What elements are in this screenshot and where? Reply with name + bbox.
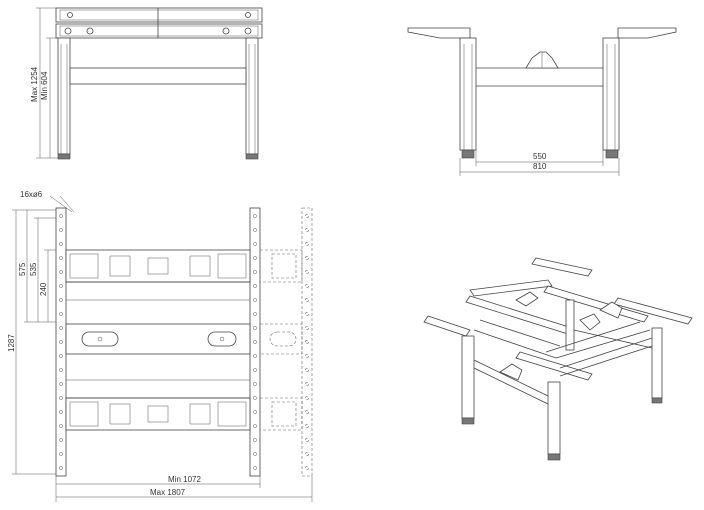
mounting-hole [59,256,63,260]
hole-callout: 16xø6 [20,190,43,199]
mounting-hole [59,228,63,232]
mounting-hole [253,242,257,246]
mounting-hole [253,452,257,456]
mounting-hole [253,214,257,218]
mounting-hole [253,270,257,274]
mounting-hole [305,382,309,386]
mounting-hole [253,438,257,442]
mounting-hole [253,382,257,386]
mounting-hole [253,284,257,288]
mounting-hole [253,424,257,428]
mounting-hole [59,326,63,330]
dim-575: 575 [18,262,27,276]
mounting-hole [59,368,63,372]
mounting-hole [253,340,257,344]
plan-view: 16xø6 575 535 240 1287 Min 1072 Max 1807 [7,190,313,502]
isometric-view [423,257,693,461]
mounting-hole [305,228,309,232]
mounting-hole [305,270,309,274]
mounting-hole [59,354,63,358]
mounting-hole [253,228,257,232]
mounting-hole [59,270,63,274]
mounting-hole [59,396,63,400]
mounting-hole [305,256,309,260]
mounting-hole [253,312,257,316]
dim-max-height: Max 1254 [30,66,39,102]
mounting-hole [253,410,257,414]
mounting-hole [59,298,63,302]
mounting-hole [253,256,257,260]
dim-max-width: Max 1807 [150,488,186,497]
mounting-hole [305,396,309,400]
mounting-hole [253,466,257,470]
mounting-hole [305,298,309,302]
mounting-hole [305,340,309,344]
mounting-hole [59,340,63,344]
side-view: 550 810 [407,27,677,176]
mounting-hole [305,242,309,246]
mounting-hole [59,410,63,414]
mounting-hole [305,438,309,442]
mounting-hole [253,368,257,372]
mounting-hole [305,424,309,428]
mounting-hole [253,326,257,330]
mounting-hole [59,438,63,442]
mounting-hole [305,466,309,470]
mounting-hole [305,354,309,358]
mounting-hole [305,214,309,218]
dim-1287: 1287 [7,334,16,352]
mounting-hole [305,312,309,316]
mounting-hole [59,466,63,470]
dim-min-height: Min 604 [40,71,49,100]
mounting-hole [59,424,63,428]
mounting-hole [253,396,257,400]
mounting-hole [253,354,257,358]
mounting-hole [59,452,63,456]
mounting-hole [305,452,309,456]
mounting-hole [59,214,63,218]
dim-outer-depth: 810 [533,162,547,171]
dim-inner-depth: 550 [533,152,547,161]
mounting-hole [305,326,309,330]
mounting-hole [59,312,63,316]
dim-535: 535 [29,262,38,276]
mounting-hole [59,284,63,288]
dim-min-width: Min 1072 [168,475,201,484]
mounting-hole [305,368,309,372]
front-view: Max 1254 Min 604 [30,7,263,160]
mounting-hole [253,298,257,302]
mounting-hole [59,242,63,246]
mounting-hole [59,382,63,386]
mounting-hole [305,410,309,414]
dim-240: 240 [39,282,48,296]
mounting-hole [305,284,309,288]
